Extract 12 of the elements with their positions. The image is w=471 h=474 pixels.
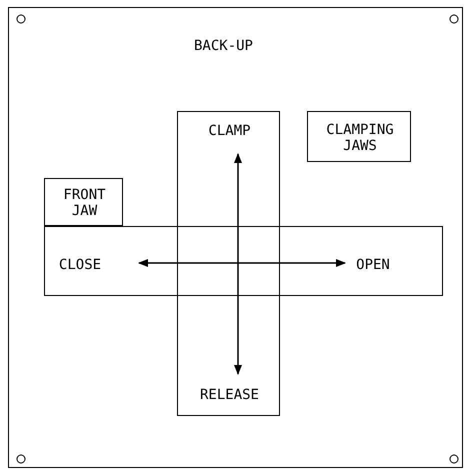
panel-plate [8, 7, 463, 468]
box-label: CLAMPING JAWS [325, 122, 395, 154]
direction-label: CLOSE [58, 257, 102, 273]
direction-label: CLAMP [207, 123, 252, 139]
label-box [44, 178, 123, 226]
box-label: FRONT JAW [62, 187, 107, 219]
direction-label: RELEASE [198, 387, 260, 403]
direction-label: OPEN [355, 257, 391, 273]
label-box [307, 111, 411, 162]
panel-title: BACK-UP [192, 38, 254, 54]
label-strip [44, 226, 443, 296]
label-strip [177, 111, 280, 416]
